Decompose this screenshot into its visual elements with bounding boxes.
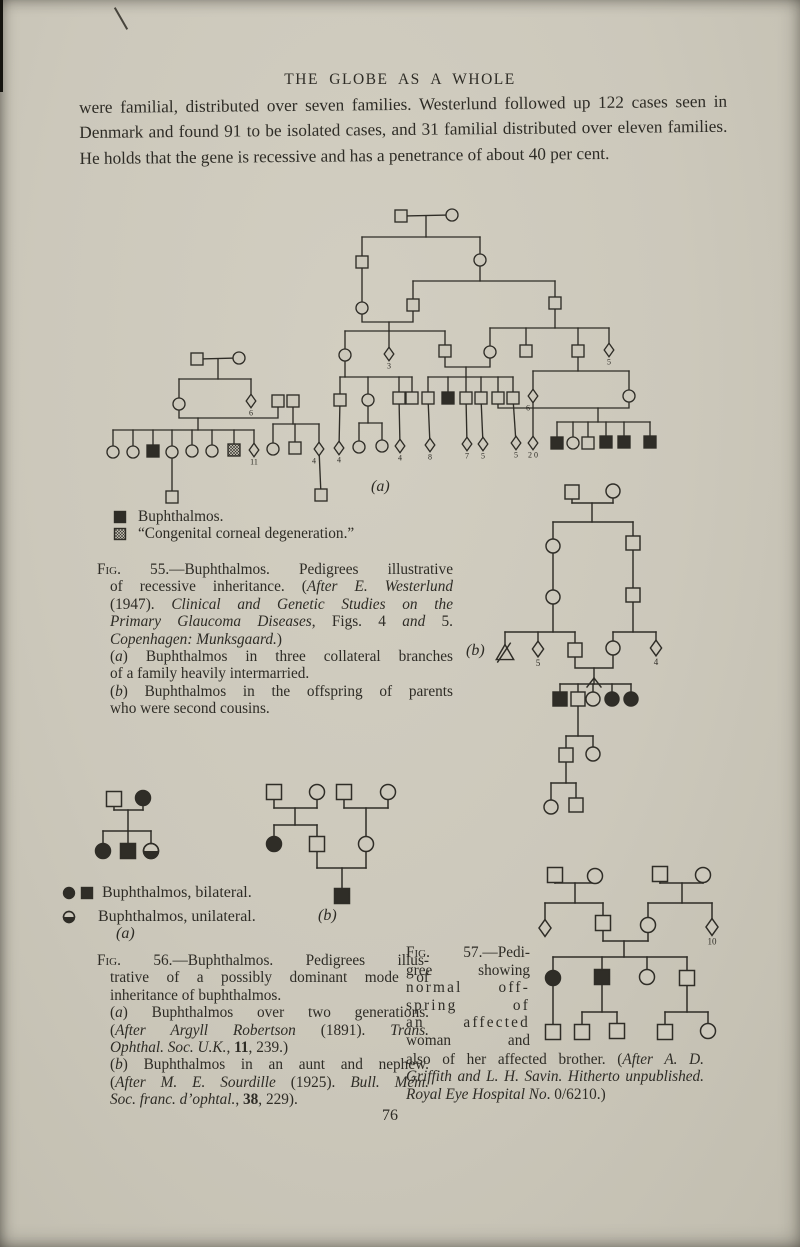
svg-text:4: 4 [312, 457, 316, 466]
fig56-legend: Buphthalmos, bilateral. Buphthalmos, unil… [62, 881, 256, 929]
legend-label: Buphthalmos, unilateral. [98, 908, 256, 925]
svg-text:8: 8 [428, 453, 432, 462]
caption-line: Soc. franc. d’ophtal., 38, 229). [110, 1091, 298, 1109]
caption-line: Fig. 57.—Pedi- [406, 944, 530, 961]
fig56a-pedigree-diagram [94, 789, 160, 860]
legend-item: Buphthalmos, unilateral. [62, 905, 256, 929]
fig55-caption: Fig. 55.—Buphthalmos. Pedigrees illustra… [97, 561, 453, 718]
caption-line: gree showing [406, 961, 530, 979]
svg-text:5: 5 [514, 451, 518, 460]
fig56b-pedigree-diagram [265, 783, 397, 905]
fig55a-sublabel: (a) [371, 478, 390, 495]
svg-text:6: 6 [249, 409, 253, 418]
fig56a-sublabel: (a) [116, 925, 135, 942]
fig55-legend: Buphthalmos.“Congenital corneal degenera… [113, 508, 354, 543]
binding-shadow [0, 0, 3, 92]
page-number: 76 [382, 1107, 398, 1124]
svg-text:5: 5 [536, 658, 541, 668]
caption-line: of recessive inheritance. (After E. West… [110, 578, 454, 596]
svg-text:7: 7 [465, 452, 469, 461]
svg-text:6: 6 [526, 404, 530, 413]
caption-line: Fig. 55.—Buphthalmos. Pedigrees illustra… [97, 561, 453, 578]
svg-text:3: 3 [387, 362, 391, 371]
legend-item: Buphthalmos, bilateral. [62, 881, 256, 905]
caption-line: Fig. 56.—Buphthalmos. Pedigrees illus- [97, 952, 429, 969]
caption-line: also of her affected brother. (After A. … [406, 1051, 704, 1068]
caption-line: Primary Glaucoma Diseases, Figs. 4 and 5… [110, 613, 453, 631]
fig55b-sublabel: (b) [466, 642, 485, 659]
caption-line: Griffith and L. H. Savin. Hitherto unpub… [406, 1068, 704, 1086]
fig57-pedigree-diagram: 10 [538, 865, 719, 1041]
caption-line: who were second cousins. [110, 700, 270, 718]
caption-line: (b) Buphthalmos in an aunt and nephew. [110, 1056, 429, 1074]
svg-text:10: 10 [708, 936, 718, 946]
legend-item: “Congenital corneal degeneration.” [113, 525, 355, 544]
fig56b-sublabel: (b) [318, 907, 337, 924]
fsq-legend-symbol [80, 886, 94, 900]
svg-text:5: 5 [481, 452, 485, 461]
caption-line: of a family heavily intermarried. [110, 665, 310, 683]
caption-line: (1947). Clinical and Genetic Studies on … [110, 595, 453, 613]
caption-line: an affected [406, 1014, 530, 1032]
caption-line: Ophthal. Soc. U.K., 11, 239.) [110, 1039, 289, 1057]
hsq-legend-symbol [113, 528, 127, 541]
pen-mark [113, 7, 129, 30]
legend-item: Buphthalmos. [113, 508, 354, 526]
caption-line: (After Argyll Robertson (1891). Trans. [110, 1021, 429, 1039]
caption-line: woman and [406, 1031, 530, 1049]
legend-label: Buphthalmos. [138, 507, 224, 525]
legend-label: Buphthalmos, bilateral. [102, 884, 252, 901]
fsq-legend-symbol [113, 510, 127, 523]
caption-line: (a) Buphthalmos in three collateral bran… [110, 648, 453, 666]
fig56-caption: Fig. 56.—Buphthalmos. Pedigrees illus-tr… [97, 952, 429, 1109]
svg-text:11: 11 [250, 458, 258, 467]
svg-text:2 0: 2 0 [528, 451, 538, 460]
caption-line: Copenhagen: Munksgaard.) [110, 630, 282, 648]
hci-legend-symbol [62, 910, 76, 924]
fig55a-pedigree-diagram: 3 5 6 6 11 4 4 4 8 7 5 5 2 0 [106, 208, 657, 504]
svg-text:4: 4 [398, 454, 402, 463]
caption-line: inheritance of buphthalmos. [110, 986, 282, 1004]
intro-paragraph: were familial, distributed over seven fa… [79, 91, 728, 168]
caption-line: trative of a possibly dominant mode of [110, 969, 429, 987]
svg-text:4: 4 [337, 456, 341, 465]
running-head: THE GLOBE AS A WHOLE [284, 71, 516, 88]
caption-line: (a) Buphthalmos over two generations. [110, 1004, 429, 1022]
fig57-caption-wide: also of her affected brother. (After A. … [406, 1051, 704, 1103]
svg-text:4: 4 [654, 657, 659, 667]
fci-legend-symbol [62, 886, 76, 900]
legend-label: “Congenital corneal degeneration.” [138, 525, 355, 543]
caption-line: normal off- [406, 979, 530, 997]
svg-text:5: 5 [607, 358, 611, 367]
caption-line: spring of [406, 996, 530, 1014]
caption-line: (After M. E. Sourdille (1925). Bull. Mém… [110, 1073, 429, 1091]
caption-line: (b) Buphthalmos in the offspring of pare… [110, 682, 453, 700]
caption-line: Royal Eye Hospital No. 0/6210.) [406, 1085, 606, 1103]
